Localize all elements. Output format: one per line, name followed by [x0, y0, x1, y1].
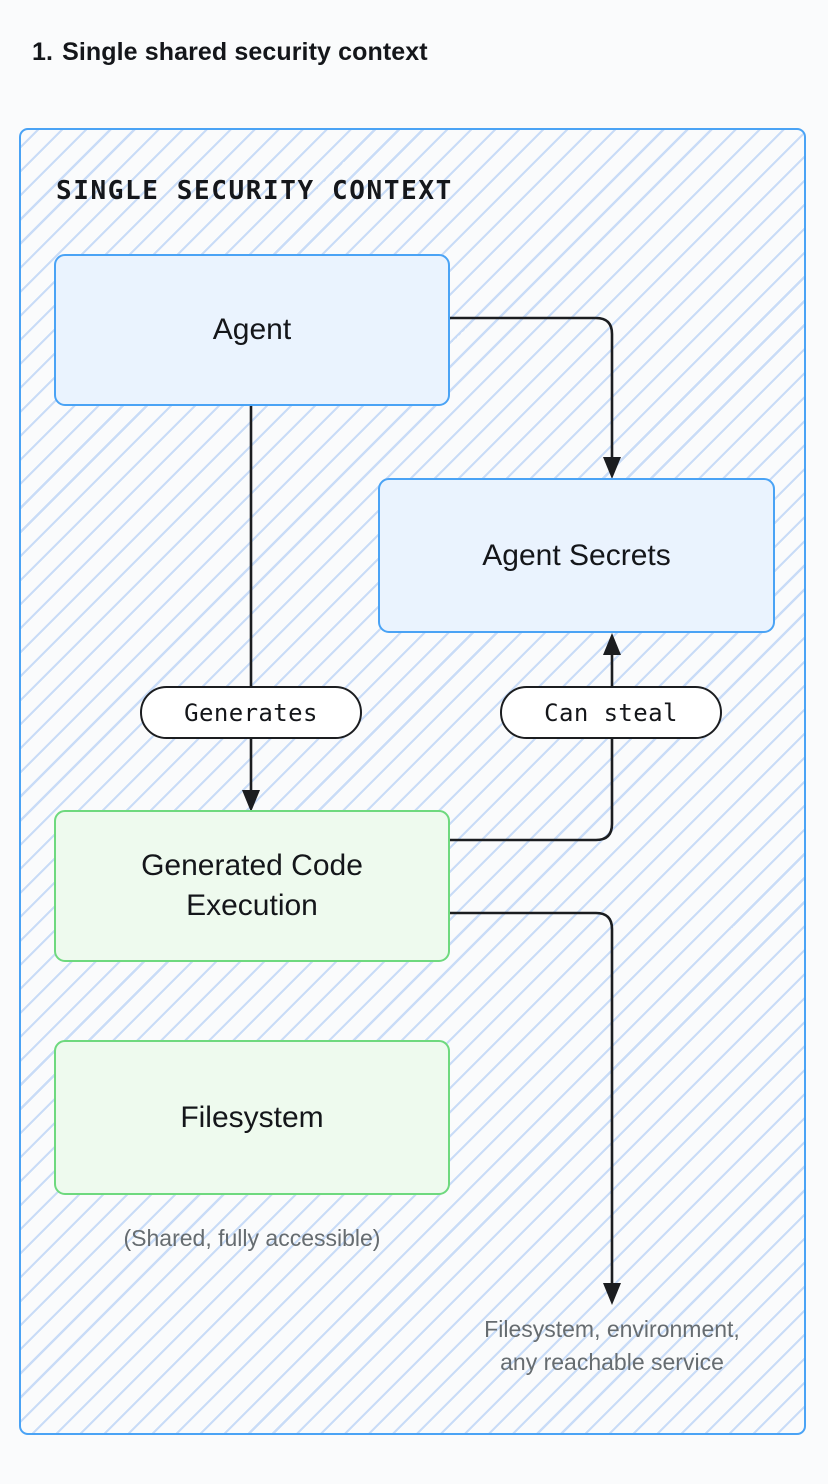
node-agent-label: Agent — [212, 313, 292, 347]
node-agent-secrets[interactable]: Agent Secrets — [378, 478, 775, 633]
page-title-number: 1. — [32, 38, 54, 66]
edge-label-can-steal: Can steal — [500, 686, 722, 739]
page-title: 1. Single shared security context — [32, 38, 428, 67]
node-generated-code-execution-label: Generated Code Execution — [141, 846, 363, 925]
node-filesystem[interactable]: Filesystem — [54, 1040, 450, 1195]
node-label-line-2: Execution — [186, 889, 318, 922]
node-generated-code-execution[interactable]: Generated Code Execution — [54, 810, 450, 962]
page-title-text: Single shared security context — [62, 38, 428, 66]
caption-reachable-services: Filesystem, environment, any reachable s… — [412, 1313, 812, 1380]
node-label-line-1: Generated Code — [141, 849, 363, 883]
node-agent[interactable]: Agent — [54, 254, 450, 406]
edge-label-generates-text: Generates — [184, 698, 318, 727]
edge-label-generates: Generates — [140, 686, 362, 739]
node-filesystem-label: Filesystem — [180, 1100, 324, 1134]
caption-shared-fully-accessible: (Shared, fully accessible) — [123, 1225, 381, 1251]
caption-reachable-line-1: Filesystem, environment, — [484, 1316, 740, 1342]
security-context-label: SINGLE SECURITY CONTEXT — [56, 176, 453, 206]
node-agent-secrets-label: Agent Secrets — [482, 538, 671, 572]
edge-label-can-steal-text: Can steal — [544, 698, 678, 727]
caption-reachable-line-2: any reachable service — [500, 1349, 724, 1376]
